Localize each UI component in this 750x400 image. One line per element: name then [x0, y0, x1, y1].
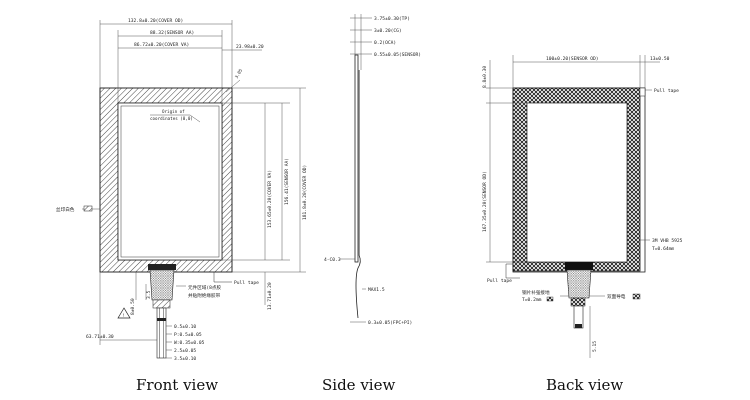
front-pull-tape	[213, 272, 232, 283]
front-view-caption: Front view	[136, 376, 218, 394]
back-steel-2: T=0.2mm	[522, 297, 542, 303]
back-pull-tape-bottom	[505, 263, 520, 279]
front-warning-icon	[117, 307, 131, 319]
back-conductive-swatch	[632, 293, 641, 300]
front-corner-size: 3.05	[234, 68, 244, 80]
front-cover-va-width: 86.72±0.20(COVER VA)	[134, 42, 189, 48]
back-tape-spec-2: T=0.64mm	[652, 246, 674, 252]
front-view: 132.8±0.20(COVER OD) 88.32(SENSOR AA) 86…	[56, 18, 308, 394]
front-origin-label-2: coordinates (0,0)	[150, 116, 193, 121]
back-pull-tape-top: Pull tape	[654, 88, 679, 94]
back-sensor-area	[526, 102, 628, 263]
front-view-area	[117, 102, 223, 261]
back-top-gap: 8.8±0.30	[482, 66, 488, 88]
back-tail-length: 5.15	[592, 341, 598, 352]
back-sensor-od-height: 167.35±0.20(SENSOR OD)	[482, 171, 488, 232]
side-view-caption: Side view	[322, 376, 395, 394]
front-right-margin: 23.98±0.20	[236, 44, 264, 50]
front-pin-3: W:0.35±0.05	[174, 340, 205, 346]
back-steel-swatch	[546, 296, 554, 302]
back-view: 100±0.20(SENSOR OD) 13±0.50 8.8±0.30 167…	[482, 55, 683, 394]
front-silk-color: 丝印白色	[56, 206, 75, 213]
back-tape-spec-1: 3M VHB 5925	[652, 238, 683, 244]
front-bottom-margin: 13.71±0.20	[267, 282, 273, 310]
front-cover-od-height: 181.8±0.20(COVER OD)	[302, 165, 308, 220]
front-silk-swatch	[83, 205, 93, 212]
back-right-gap: 13±0.50	[650, 56, 670, 62]
front-warning-icon: !	[123, 313, 126, 318]
front-origin-leader	[189, 114, 201, 123]
back-conductive-tape: 双面导电	[607, 293, 626, 300]
front-cover-od-width: 132.8±0.20(COVER OD)	[128, 18, 183, 24]
side-fpc-thickness: 0.3±0.05(FPC+PI)	[368, 320, 412, 326]
back-fpc-body	[566, 269, 592, 299]
back-fpc-pad	[575, 324, 582, 328]
front-fpc-left-offset: 63.71±0.30	[86, 334, 114, 340]
front-pin-4: 2.5±0.05	[174, 348, 196, 354]
side-max-thickness: MAX1.5	[368, 287, 385, 293]
back-fpc-connector	[565, 262, 593, 270]
back-pull-tape-bottom-label: Pull tape	[487, 278, 512, 284]
side-fpc-bend	[355, 254, 361, 319]
front-note-2: 并贴附绝缘胶带	[188, 292, 221, 299]
front-corner-leader	[225, 79, 241, 93]
back-steel-1: 钢片补强接地	[522, 289, 550, 296]
front-pin-2: P:0.5±0.05	[174, 332, 202, 338]
side-oca-thickness: 0.2(OCA)	[374, 40, 396, 46]
front-sensor-aa-width: 88.32(SENSOR AA)	[150, 30, 194, 36]
front-pin-5: 3.5±0.10	[174, 356, 196, 362]
side-bend-chamfer: 4-C0.3	[324, 257, 341, 263]
front-origin-label-1: Origin of	[162, 109, 185, 114]
front-sensor-outline	[120, 105, 220, 258]
back-view-caption: Back view	[546, 376, 623, 394]
front-note-1: 元件区域(8点胶	[188, 284, 222, 291]
front-fpc-segment: 3.5	[146, 290, 152, 299]
side-total-thickness: 3.75±0.30(TP)	[374, 16, 410, 22]
front-cover-va-height: 153.65±0.20(COVER VA)	[267, 170, 273, 228]
back-sensor-od-width: 100±0.20(SENSOR OD)	[546, 56, 599, 62]
side-view: 3.75±0.30(TP) 3±0.20(CG) 0.2(OCA) 0.55±0…	[322, 14, 421, 394]
side-cover-glass	[354, 54, 359, 263]
side-sensor-thickness: 0.55±0.05(SENSOR)	[374, 52, 421, 58]
front-sensor-aa-height: 156.41(SENSOR AA)	[284, 158, 290, 205]
front-fpc-body	[149, 269, 175, 301]
back-pull-tab-top	[639, 87, 646, 97]
front-fpc-connector	[148, 264, 176, 270]
front-pull-tape-label: Pull tape	[234, 280, 259, 286]
front-fpc-pad	[157, 318, 166, 321]
front-pin-1: 0.5±0.10	[174, 324, 196, 330]
front-fpc-tail	[156, 307, 167, 359]
back-fpc-stiffener	[570, 297, 586, 307]
front-fpc-stiffener	[152, 299, 171, 309]
front-fpc-width: 8±0.50	[130, 298, 136, 315]
side-cg-thickness: 3±0.20(CG)	[374, 28, 402, 34]
